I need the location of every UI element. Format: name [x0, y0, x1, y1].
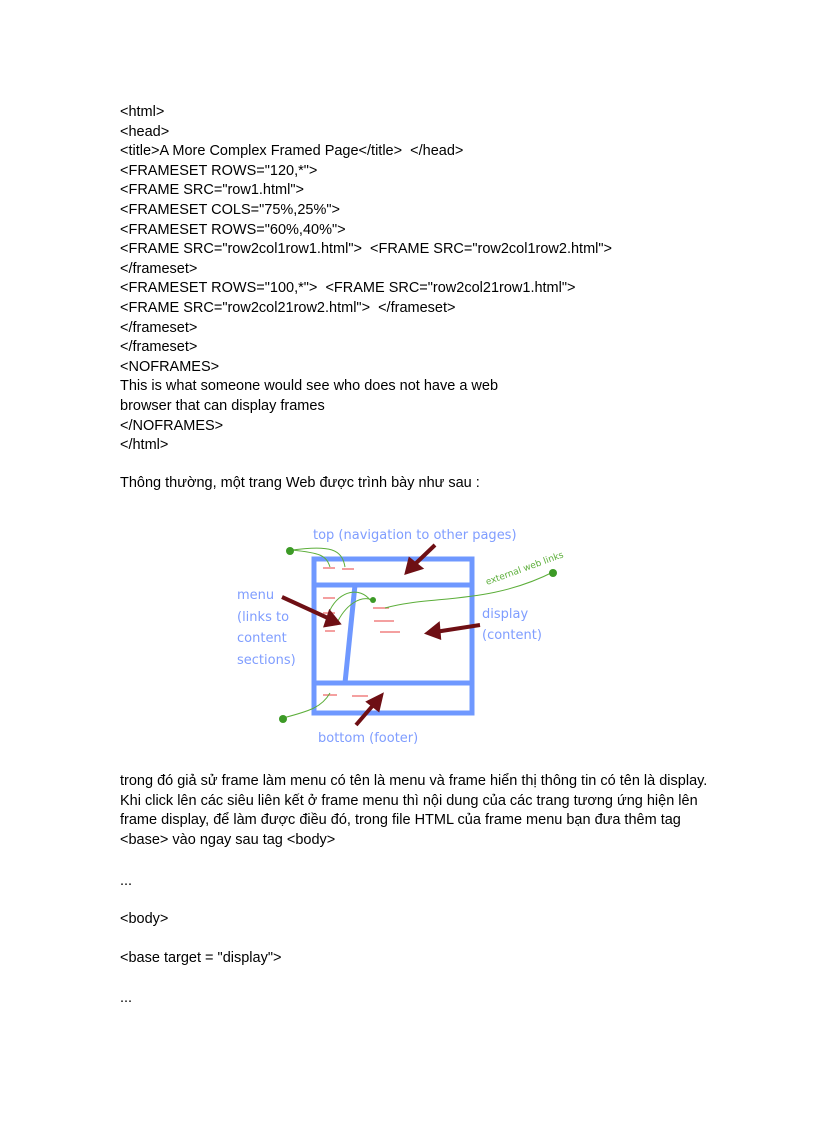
code-line: browser that can display frames: [120, 397, 325, 414]
link-endpoints: [279, 547, 557, 723]
label-menu: (links to: [237, 610, 289, 625]
code-line: <title>A More Complex Framed Page</title…: [120, 143, 464, 160]
html-code-block: <html> <head> <title>A More Complex Framed…: [120, 103, 612, 456]
frame-sketch: [311, 556, 475, 716]
code-line: </frameset>: [120, 339, 198, 356]
code-line: <FRAME SRC="row1.html">: [120, 182, 304, 199]
code-line: This is what someone would see who does …: [120, 378, 499, 395]
label-display: (content): [482, 628, 542, 643]
code-line: <FRAMESET COLS="75%,25%">: [120, 201, 340, 218]
code-line: <html>: [120, 104, 165, 120]
label-display: display: [482, 607, 528, 622]
code-line: <FRAMESET ROWS="60%,40%">: [120, 221, 346, 238]
link-lines: [282, 547, 556, 719]
label-bottom: bottom (footer): [318, 731, 418, 746]
code-line: </frameset>: [120, 319, 198, 336]
code-line: <FRAME SRC="row2col1row1.html"> <FRAME S…: [120, 241, 612, 258]
snippet-line: <base target = "display">: [120, 950, 282, 966]
explanation-paragraph: trong đó giả sử frame làm menu có tên là…: [120, 773, 708, 849]
code-line: <head>: [120, 123, 170, 140]
snippet-line: <body>: [120, 911, 169, 927]
code-line: <FRAMESET ROWS="100,*"> <FRAME SRC="row2…: [120, 280, 576, 297]
label-top: top (navigation to other pages): [313, 528, 517, 543]
label-menu: menu: [237, 588, 274, 603]
label-menu: content: [237, 631, 287, 646]
frame-layout-diagram: top (navigation to other pages) menu (li…: [237, 528, 565, 746]
code-line: <FRAME SRC="row2col21row2.html"> </frame…: [120, 299, 456, 316]
snippet-line: ...: [120, 873, 133, 889]
intro-text: Thông thường, một trang Web được trình b…: [120, 475, 480, 491]
arrows: [281, 543, 481, 727]
code-line: <FRAMESET ROWS="120,*">: [120, 162, 318, 179]
code-line: </frameset>: [120, 260, 198, 277]
code-line: </NOFRAMES>: [120, 417, 224, 434]
code-line: <NOFRAMES>: [120, 358, 220, 375]
label-menu: sections): [237, 653, 296, 668]
code-line: </html>: [120, 437, 169, 454]
snippet-line: ...: [120, 990, 133, 1006]
